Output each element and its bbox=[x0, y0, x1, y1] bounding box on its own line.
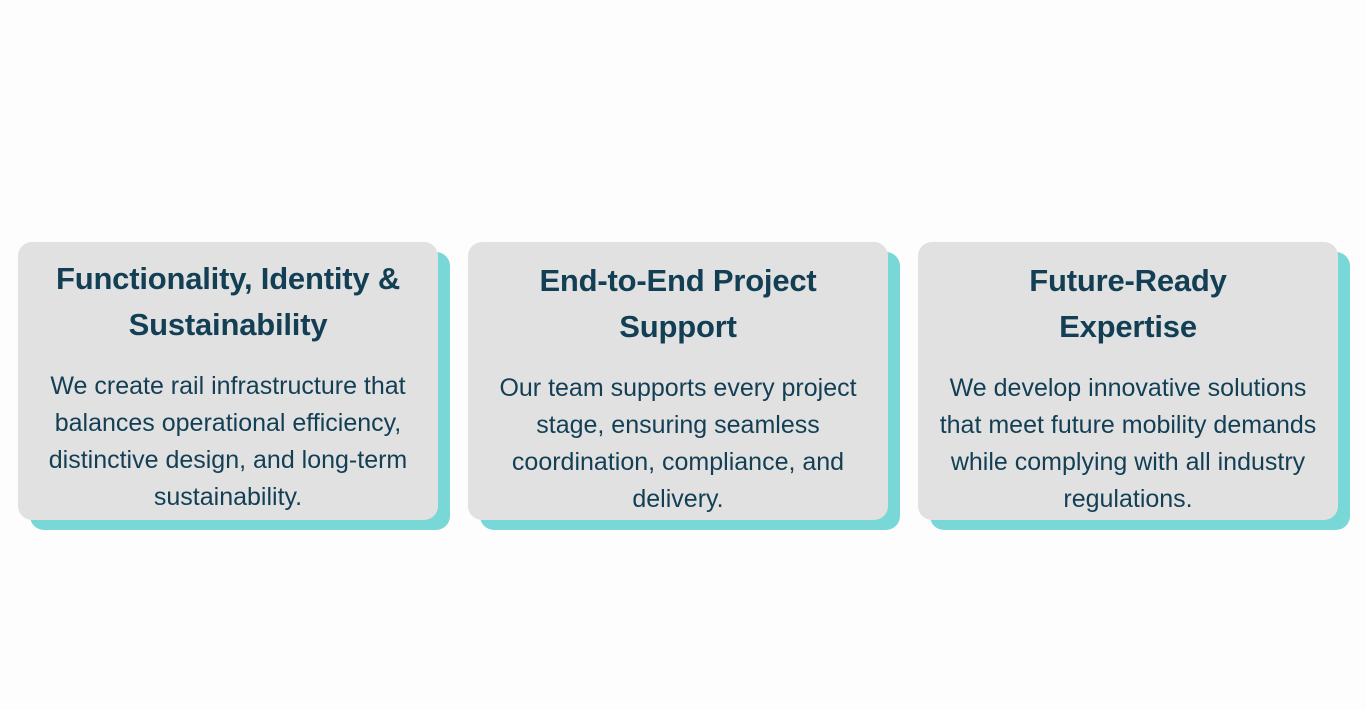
feature-card-functionality: Functionality, Identity & Sustainability… bbox=[18, 242, 450, 530]
card-title: Future-Ready Expertise bbox=[1029, 263, 1227, 344]
card-description: Our team supports every project stage, e… bbox=[499, 374, 857, 513]
card-title: Functionality, Identity & Sustainability bbox=[55, 261, 401, 342]
card-description: We develop innovative solutions that mee… bbox=[939, 374, 1317, 513]
card-panel: Functionality, Identity & Sustainability… bbox=[18, 242, 438, 520]
feature-card-project-support: End-to-End Project Support Our team supp… bbox=[468, 242, 900, 530]
feature-card-future-ready: Future-Ready Expertise We develop innova… bbox=[918, 242, 1350, 530]
card-panel: Future-Ready Expertise We develop innova… bbox=[918, 242, 1338, 520]
card-description: We create rail infrastructure that balan… bbox=[48, 372, 408, 511]
card-title: End-to-End Project Support bbox=[539, 263, 817, 344]
card-panel: End-to-End Project Support Our team supp… bbox=[468, 242, 888, 520]
